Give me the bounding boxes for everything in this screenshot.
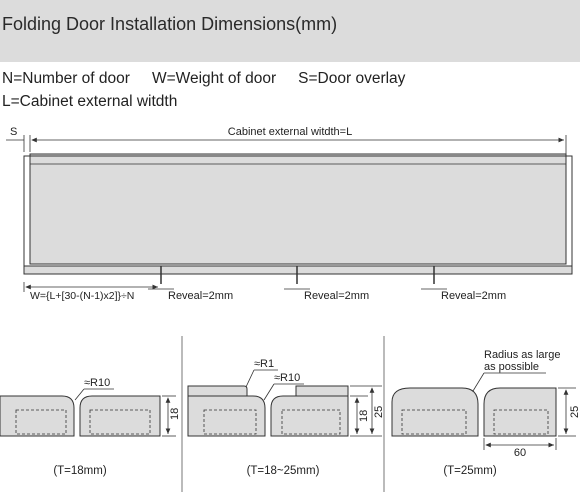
width-label-p3: 60 bbox=[514, 447, 526, 459]
thickness-label-p1: 18 bbox=[169, 408, 181, 420]
radius-label-p1: ≈R10 bbox=[84, 377, 110, 389]
radius-note-line2: as possible bbox=[484, 361, 539, 373]
reveal-label-3: Reveal=2mm bbox=[441, 290, 506, 302]
thickness-outer-label-p2: 25 bbox=[373, 406, 385, 418]
caption-p3: (T=25mm) bbox=[443, 465, 497, 477]
caption-p2: (T=18~25mm) bbox=[247, 465, 320, 477]
door-width-formula: W={L+[30-(N-1)x2]}÷N bbox=[30, 290, 134, 302]
legend-line-2: L=Cabinet external witdth bbox=[2, 93, 199, 111]
folding-doors-strip bbox=[23, 265, 573, 275]
legend-s: S=Door overlay bbox=[298, 70, 406, 87]
page-title: Folding Door Installation Dimensions(mm) bbox=[2, 14, 338, 34]
radius-small-label-p2: ≈R1 bbox=[254, 358, 274, 370]
caption-p1: (T=18mm) bbox=[53, 465, 107, 477]
thickness-label-p3: 25 bbox=[569, 406, 580, 418]
legend-l: L=Cabinet external witdth bbox=[2, 93, 178, 110]
top-cabinet-diagram: S Cabinet external witdth=L W={L+[30-(N-… bbox=[6, 126, 573, 302]
legend-n: N=Number of door bbox=[2, 70, 130, 87]
radius-note-line1: Radius as large bbox=[484, 349, 560, 361]
legend-line-1: N=Number of door W=Weight of door S=Door o… bbox=[2, 70, 427, 88]
thickness-inner-label-p2: 18 bbox=[358, 410, 370, 422]
profile-t18-25: ≈R1 ≈R10 18 25 (T=18~25mm) bbox=[187, 358, 385, 477]
header-bar: Folding Door Installation Dimensions(mm) bbox=[0, 0, 580, 62]
reveal-label-1: Reveal=2mm bbox=[168, 290, 233, 302]
radius-label-p2: ≈R10 bbox=[274, 372, 300, 384]
cabinet-body bbox=[29, 153, 567, 265]
cabinet-width-label: Cabinet external witdth=L bbox=[228, 126, 352, 138]
legend-w: W=Weight of door bbox=[151, 70, 277, 87]
overlay-s-label: S bbox=[10, 126, 17, 138]
profile-t18: ≈R10 18 (T=18mm) bbox=[0, 377, 181, 477]
profile-t25: Radius as large as possible 25 60 (T=25m… bbox=[391, 349, 580, 477]
reveal-label-2: Reveal=2mm bbox=[304, 290, 369, 302]
